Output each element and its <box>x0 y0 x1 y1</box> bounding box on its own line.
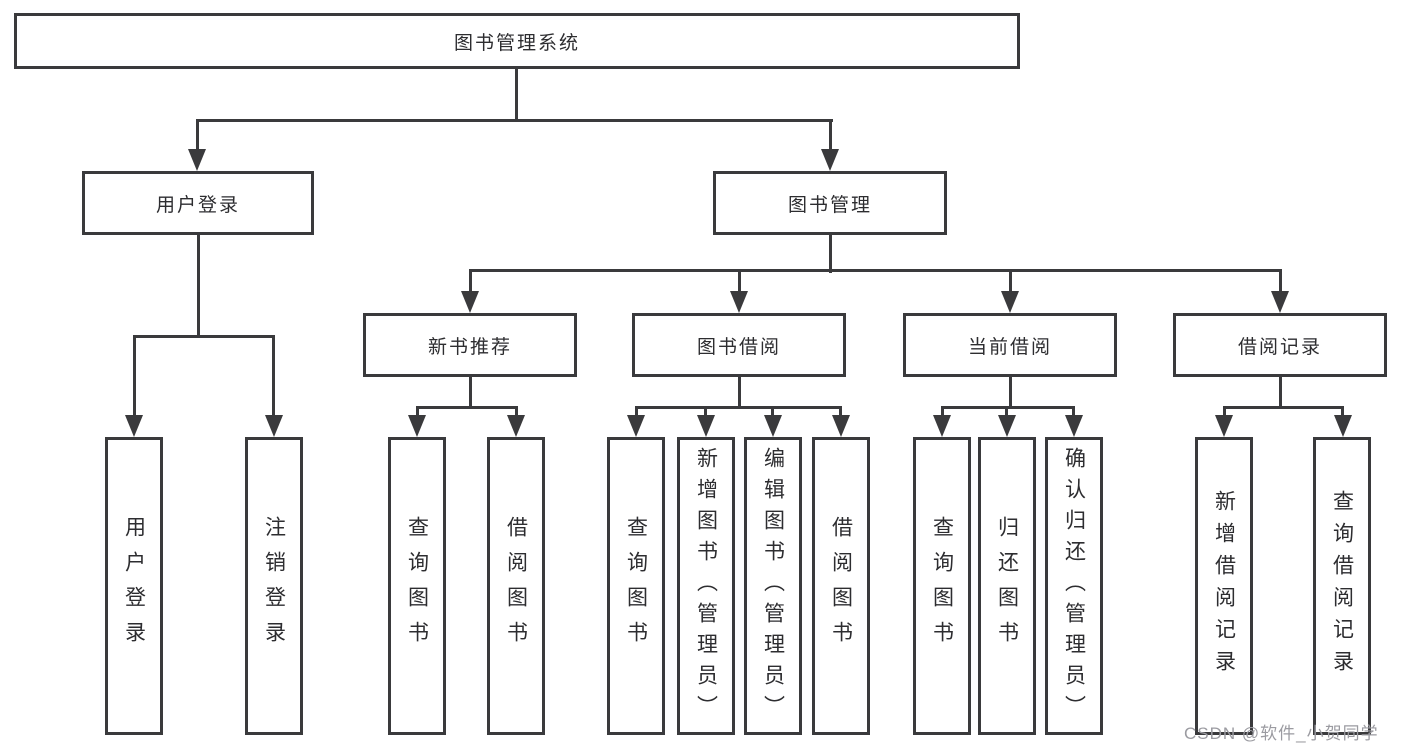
arrowhead-down-icon <box>764 415 782 437</box>
node-library-system: 图书管理系统 <box>14 13 1020 69</box>
leaf-query-books-borrow: 查询图书 <box>607 437 665 735</box>
connector-line <box>941 406 1075 409</box>
node-user-login: 用户登录 <box>82 171 314 235</box>
connector-line <box>635 406 638 415</box>
leaf-label: 新增借阅记录 <box>1212 490 1236 682</box>
connector-line <box>416 406 518 409</box>
leaf-logout: 注销登录 <box>245 437 303 735</box>
connector-line <box>196 119 199 149</box>
node-label: 新书推荐 <box>427 336 512 358</box>
node-label: 图书借阅 <box>696 336 781 358</box>
connector-line <box>941 406 944 415</box>
leaf-query-books-current: 查询图书 <box>913 437 971 735</box>
arrowhead-down-icon <box>697 415 715 437</box>
leaf-query-books-recommend: 查询图书 <box>388 437 446 735</box>
arrowhead-down-icon <box>1334 415 1352 437</box>
arrowhead-down-icon <box>1271 291 1289 313</box>
leaf-add-borrow-record: 新增借阅记录 <box>1195 437 1253 735</box>
connector-line <box>1072 406 1075 415</box>
leaf-borrow-books-recommend: 借阅图书 <box>487 437 545 735</box>
connector-line <box>1009 269 1012 291</box>
leaf-label: 借阅图书 <box>829 516 853 656</box>
leaf-borrow-books-2: 借阅图书 <box>812 437 870 735</box>
arrowhead-down-icon <box>408 415 426 437</box>
leaf-label: 查询图书 <box>405 516 429 656</box>
connector-line <box>704 406 707 415</box>
leaf-edit-book-admin: 编辑图书（管理员） <box>744 437 802 735</box>
node-new-book-recommend: 新书推荐 <box>363 313 577 377</box>
node-label: 用户登录 <box>155 194 240 216</box>
connector-line <box>515 69 518 122</box>
node-borrow-records: 借阅记录 <box>1173 313 1387 377</box>
connector-line <box>416 406 419 415</box>
connector-line <box>635 406 842 409</box>
arrowhead-down-icon <box>1001 291 1019 313</box>
connector-line <box>133 335 275 338</box>
leaf-label: 借阅图书 <box>504 516 528 656</box>
connector-line <box>829 235 832 273</box>
leaf-add-book-admin: 新增图书（管理员） <box>677 437 735 735</box>
node-label: 借阅记录 <box>1237 336 1322 358</box>
connector-line <box>1005 406 1008 415</box>
leaf-label: 编辑图书（管理员） <box>761 446 785 726</box>
connector-line <box>1223 406 1344 409</box>
node-label: 图书管理系统 <box>453 32 580 54</box>
connector-line <box>469 269 472 291</box>
connector-line <box>515 406 518 415</box>
leaf-return-book: 归还图书 <box>978 437 1036 735</box>
arrowhead-down-icon <box>730 291 748 313</box>
leaf-label: 注销登录 <box>262 516 286 656</box>
leaf-label: 新增图书（管理员） <box>694 446 718 726</box>
leaf-label: 查询图书 <box>930 516 954 656</box>
connector-line <box>133 335 136 415</box>
arrowhead-down-icon <box>461 291 479 313</box>
leaf-label: 归还图书 <box>995 516 1019 656</box>
arrowhead-down-icon <box>821 149 839 171</box>
leaf-label: 用户登录 <box>122 516 146 656</box>
connector-line <box>829 119 832 149</box>
connector-line <box>1279 377 1282 409</box>
connector-line <box>1223 406 1226 415</box>
connector-line <box>738 377 741 409</box>
connector-line <box>771 406 774 415</box>
node-book-management: 图书管理 <box>713 171 947 235</box>
leaf-query-borrow-record: 查询借阅记录 <box>1313 437 1371 735</box>
connector-line <box>272 335 275 415</box>
leaf-label: 查询图书 <box>624 516 648 656</box>
arrowhead-down-icon <box>125 415 143 437</box>
arrowhead-down-icon <box>627 415 645 437</box>
connector-line <box>197 235 200 338</box>
arrowhead-down-icon <box>1215 415 1233 437</box>
leaf-label: 确认归还（管理员） <box>1062 446 1086 726</box>
connector-line <box>196 119 833 122</box>
arrowhead-down-icon <box>1065 415 1083 437</box>
csdn-watermark: CSDN @软件_小贺同学 <box>1184 724 1379 743</box>
connector-line <box>1341 406 1344 415</box>
connector-line <box>469 377 472 409</box>
arrowhead-down-icon <box>188 149 206 171</box>
arrowhead-down-icon <box>507 415 525 437</box>
connector-line <box>1009 377 1012 409</box>
connector-line <box>469 269 1281 272</box>
node-book-borrow: 图书借阅 <box>632 313 846 377</box>
connector-line <box>839 406 842 415</box>
connector-line <box>738 269 741 291</box>
leaf-label: 查询借阅记录 <box>1330 490 1354 682</box>
connector-line <box>1279 269 1282 291</box>
node-label: 图书管理 <box>787 194 872 216</box>
arrowhead-down-icon <box>933 415 951 437</box>
arrowhead-down-icon <box>832 415 850 437</box>
leaf-user-login: 用户登录 <box>105 437 163 735</box>
arrowhead-down-icon <box>998 415 1016 437</box>
leaf-confirm-return-admin: 确认归还（管理员） <box>1045 437 1103 735</box>
arrowhead-down-icon <box>265 415 283 437</box>
node-current-borrow: 当前借阅 <box>903 313 1117 377</box>
node-label: 当前借阅 <box>967 336 1052 358</box>
